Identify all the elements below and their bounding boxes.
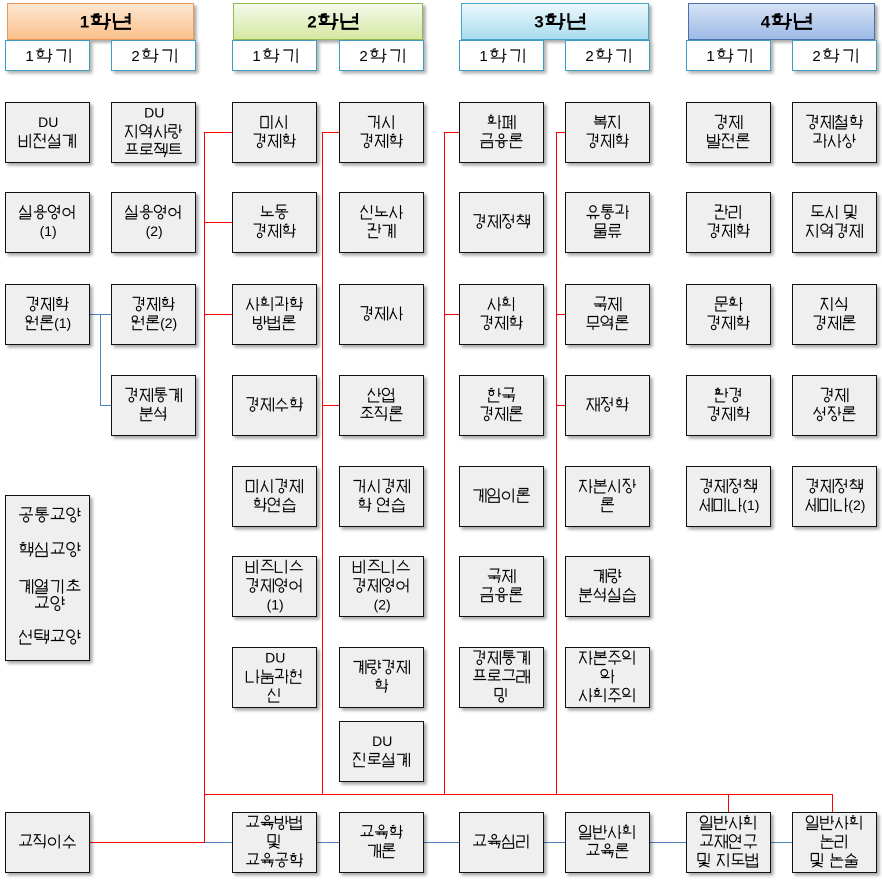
svg-text:1: 1 xyxy=(706,48,714,65)
svg-text:2: 2 xyxy=(307,13,316,32)
svg-text:(1): (1) xyxy=(40,223,57,239)
svg-text:DU: DU xyxy=(144,105,164,121)
svg-text:2: 2 xyxy=(131,48,139,65)
svg-text:(1): (1) xyxy=(742,497,759,513)
svg-text:(2): (2) xyxy=(374,596,391,612)
svg-text:4: 4 xyxy=(761,13,771,32)
svg-text:2: 2 xyxy=(812,48,820,65)
svg-text:1: 1 xyxy=(479,48,487,65)
svg-text:1: 1 xyxy=(25,48,33,65)
svg-text:(1): (1) xyxy=(267,596,284,612)
svg-text:DU: DU xyxy=(38,114,58,130)
svg-text:3: 3 xyxy=(534,13,543,32)
svg-text:(2): (2) xyxy=(146,223,163,239)
svg-text:2: 2 xyxy=(585,48,593,65)
svg-text:DU: DU xyxy=(265,650,285,666)
svg-text:(2): (2) xyxy=(160,315,177,331)
svg-text:(1): (1) xyxy=(54,315,71,331)
svg-text:2: 2 xyxy=(359,48,367,65)
svg-text:1: 1 xyxy=(252,48,260,65)
svg-text:(2): (2) xyxy=(848,497,865,513)
svg-text:DU: DU xyxy=(372,733,392,749)
svg-text:1: 1 xyxy=(80,13,89,32)
